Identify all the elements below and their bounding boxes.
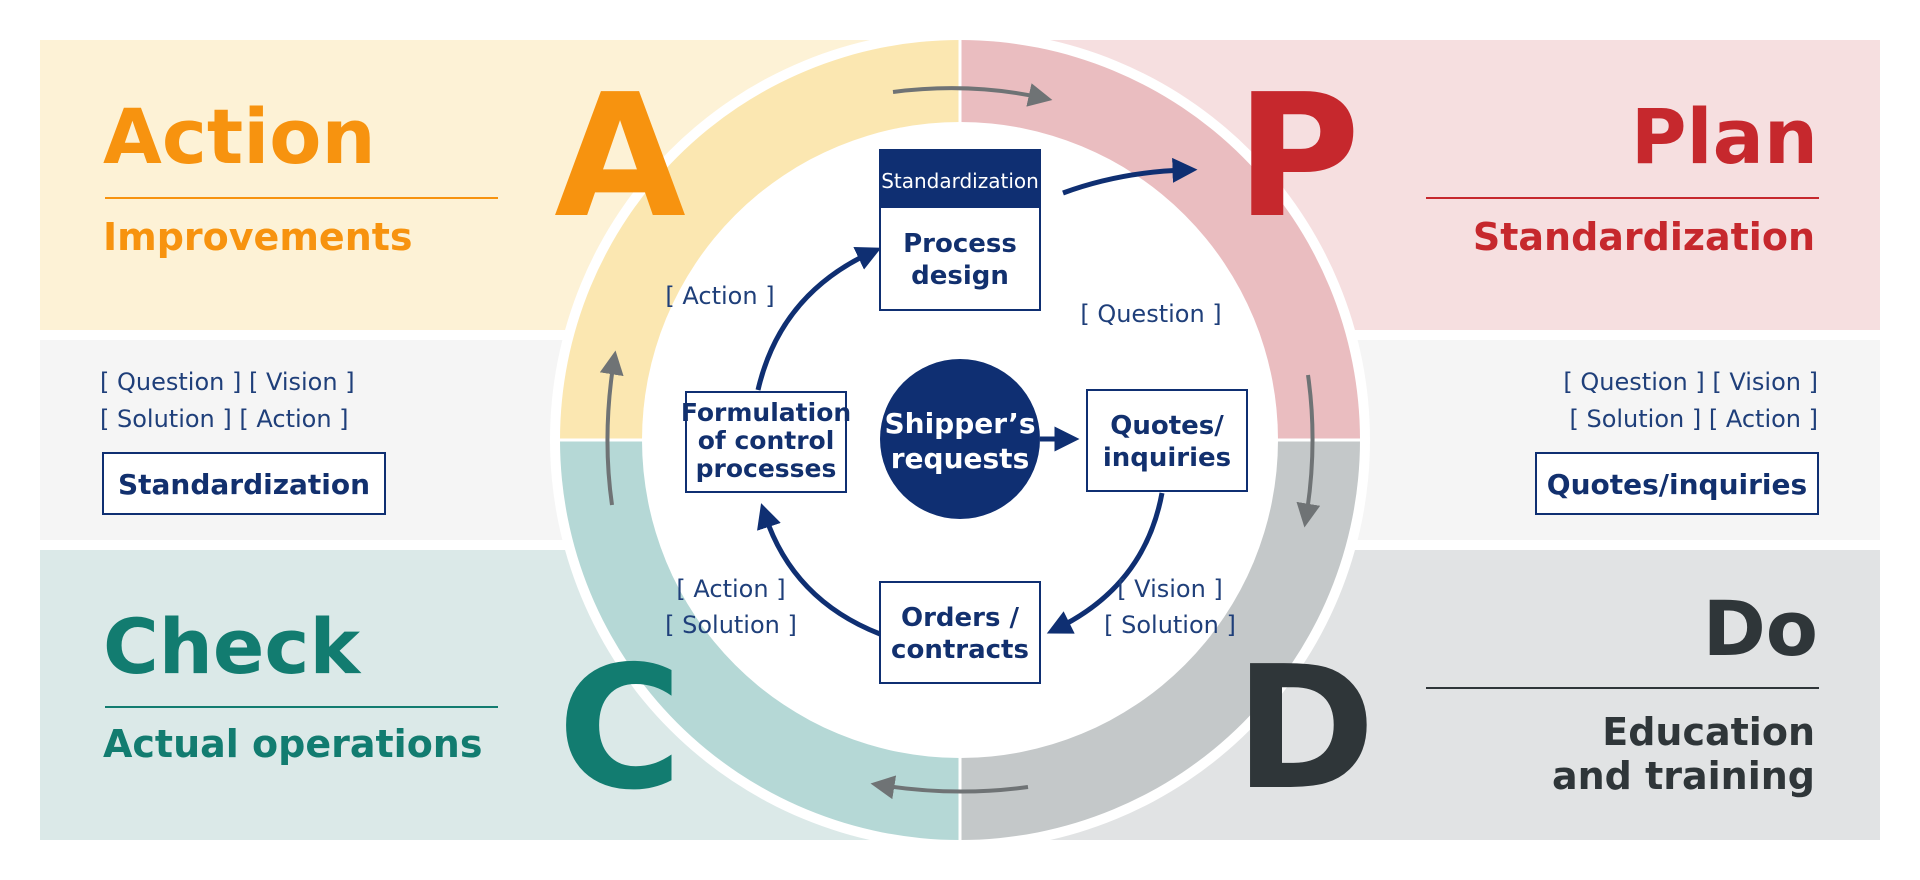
background-panels [40, 40, 1880, 840]
check-subtitle: Actual operations [103, 722, 482, 766]
quotes-line2: inquiries [1103, 443, 1231, 473]
formulation-line3: processes [696, 454, 837, 483]
process-design-line2: design [911, 261, 1009, 291]
tag-question: [ Question ] [1080, 300, 1221, 328]
ring-arrow-left [599, 350, 624, 506]
ring-arrows [599, 83, 1321, 800]
arrow-formulation-to-process [755, 246, 882, 391]
ring-arrow-right [1296, 374, 1321, 528]
left-tags-line2: [ Solution ] [ Action ] [100, 405, 349, 433]
check-title: Check [103, 602, 361, 691]
quotes-line1: Quotes/ [1110, 411, 1224, 441]
tag-solution-left: [ Solution ] [665, 611, 797, 639]
inner-cycle: Shipper’s requests Standardization Proce… [665, 149, 1248, 684]
formulation-line2: of control [698, 426, 835, 455]
letter-p: P [1236, 58, 1361, 256]
action-title: Action [103, 92, 376, 181]
letter-a: A [554, 58, 686, 256]
ring-arrow-bottom [870, 775, 1029, 800]
formulation-box [685, 391, 847, 493]
center-line2: requests [891, 442, 1029, 475]
arrow-process-to-plan [1062, 157, 1198, 196]
right-quotes-box [1535, 452, 1819, 515]
orders-contracts-box [879, 581, 1041, 684]
right-tags-line1: [ Question ] [ Vision ] [1563, 368, 1818, 396]
orders-line2: contracts [891, 635, 1029, 665]
letter-d: D [1234, 630, 1375, 828]
process-design-header [880, 150, 1040, 208]
do-subtitle-line2: and training [1552, 754, 1815, 798]
process-design-line1: Process [903, 229, 1017, 259]
left-standardization-label: Standardization [118, 468, 370, 501]
left-tags-line1: [ Question ] [ Vision ] [100, 368, 355, 396]
process-design-header-label: Standardization [881, 169, 1039, 193]
arrow-orders-to-formulation [757, 503, 881, 637]
formulation-line1: Formulation [681, 398, 851, 427]
do-subtitle-line1: Education [1602, 710, 1815, 754]
ring-arrow-top [892, 83, 1053, 107]
center-circle [880, 359, 1040, 519]
arrow-quotes-to-orders [1046, 492, 1165, 634]
tag-action-top: [ Action ] [665, 282, 774, 310]
plan-subtitle: Standardization [1473, 215, 1815, 259]
plan-title: Plan [1631, 92, 1818, 181]
left-standardization-box [102, 452, 386, 515]
tag-action-left: [ Action ] [676, 575, 785, 603]
tag-solution-right: [ Solution ] [1104, 611, 1236, 639]
quotes-inquiries-box [1086, 389, 1248, 492]
cycle-arrows [755, 157, 1198, 637]
center-line1: Shipper’s [884, 407, 1035, 440]
orders-line1: Orders / [901, 603, 1020, 633]
tag-vision: [ Vision ] [1117, 575, 1223, 603]
do-title: Do [1703, 584, 1818, 673]
action-subtitle: Improvements [103, 215, 413, 259]
right-tags-line2: [ Solution ] [ Action ] [1569, 405, 1818, 433]
right-quotes-label: Quotes/inquiries [1547, 468, 1807, 501]
letter-c: C [558, 630, 683, 828]
